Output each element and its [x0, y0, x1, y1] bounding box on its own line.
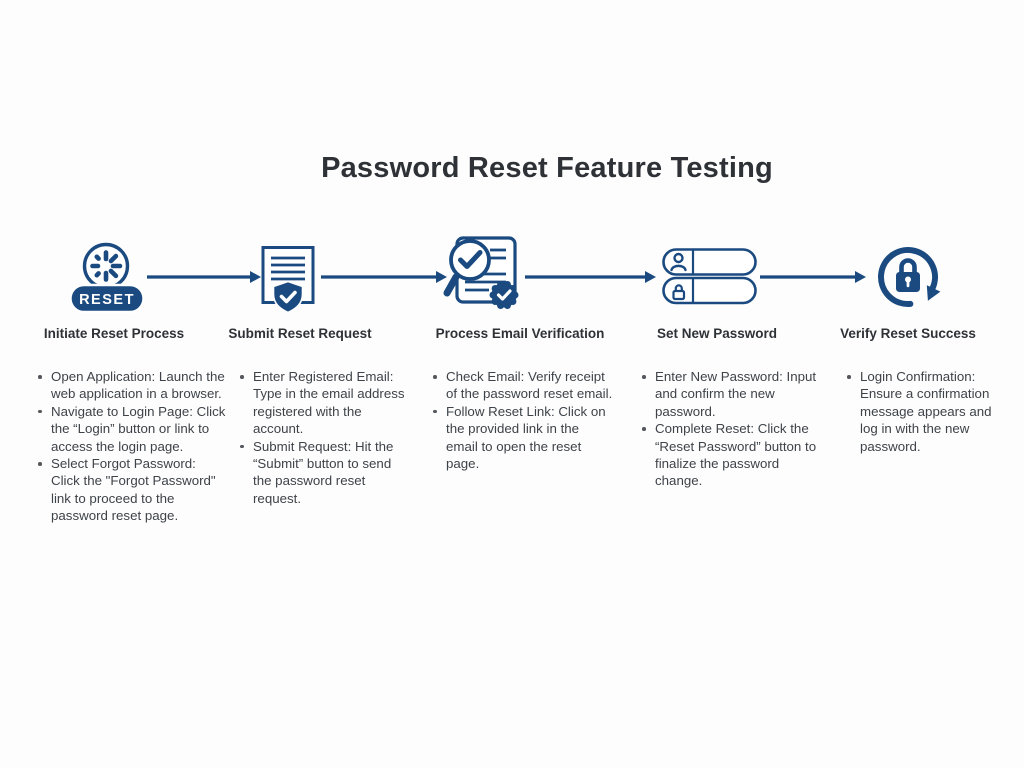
list-item: Submit Request: Hit the “Submit” button …	[238, 438, 406, 508]
step-title-initiate-reset: Initiate Reset Process	[43, 326, 185, 341]
flow-arrow	[524, 269, 657, 285]
list-item: Navigate to Login Page: Click the “Login…	[36, 403, 228, 455]
step-bullets-set-new-password: Enter New Password: Input and confirm th…	[640, 368, 818, 490]
list-item: Select Forgot Password: Click the "Forgo…	[36, 455, 228, 525]
list-item: Follow Reset Link: Click on the provided…	[431, 403, 613, 473]
list-item: Enter New Password: Input and confirm th…	[640, 368, 818, 420]
flow-arrow	[146, 269, 262, 285]
step-title-email-verification: Process Email Verification	[435, 326, 605, 341]
step-title-verify-success: Verify Reset Success	[840, 326, 976, 341]
document-shield-check-icon	[260, 245, 318, 320]
step-bullets-email-verification: Check Email: Verify receipt of the passw…	[431, 368, 613, 472]
list-item: Login Confirmation: Ensure a confirmatio…	[845, 368, 1001, 455]
step-bullets-submit-request: Enter Registered Email: Type in the emai…	[238, 368, 406, 507]
reset-spinner-icon: RESET	[69, 241, 145, 318]
reset-pill-label: RESET	[79, 292, 135, 308]
flow-arrow	[320, 269, 448, 285]
list-item: Complete Reset: Click the “Reset Passwor…	[640, 420, 818, 490]
flow-arrow	[759, 269, 867, 285]
step-title-submit-request: Submit Reset Request	[228, 326, 372, 341]
list-item: Open Application: Launch the web applica…	[36, 368, 228, 403]
credential-fields-icon	[662, 248, 758, 310]
list-item: Enter Registered Email: Type in the emai…	[238, 368, 406, 438]
page-title: Password Reset Feature Testing	[321, 152, 773, 184]
email-verification-magnifier-icon	[440, 231, 524, 322]
list-item: Check Email: Verify receipt of the passw…	[431, 368, 613, 403]
step-title-set-new-password: Set New Password	[656, 326, 778, 341]
lock-refresh-icon	[874, 243, 942, 316]
step-bullets-initiate-reset: Open Application: Launch the web applica…	[36, 368, 228, 525]
step-bullets-verify-success: Login Confirmation: Ensure a confirmatio…	[845, 368, 1001, 455]
